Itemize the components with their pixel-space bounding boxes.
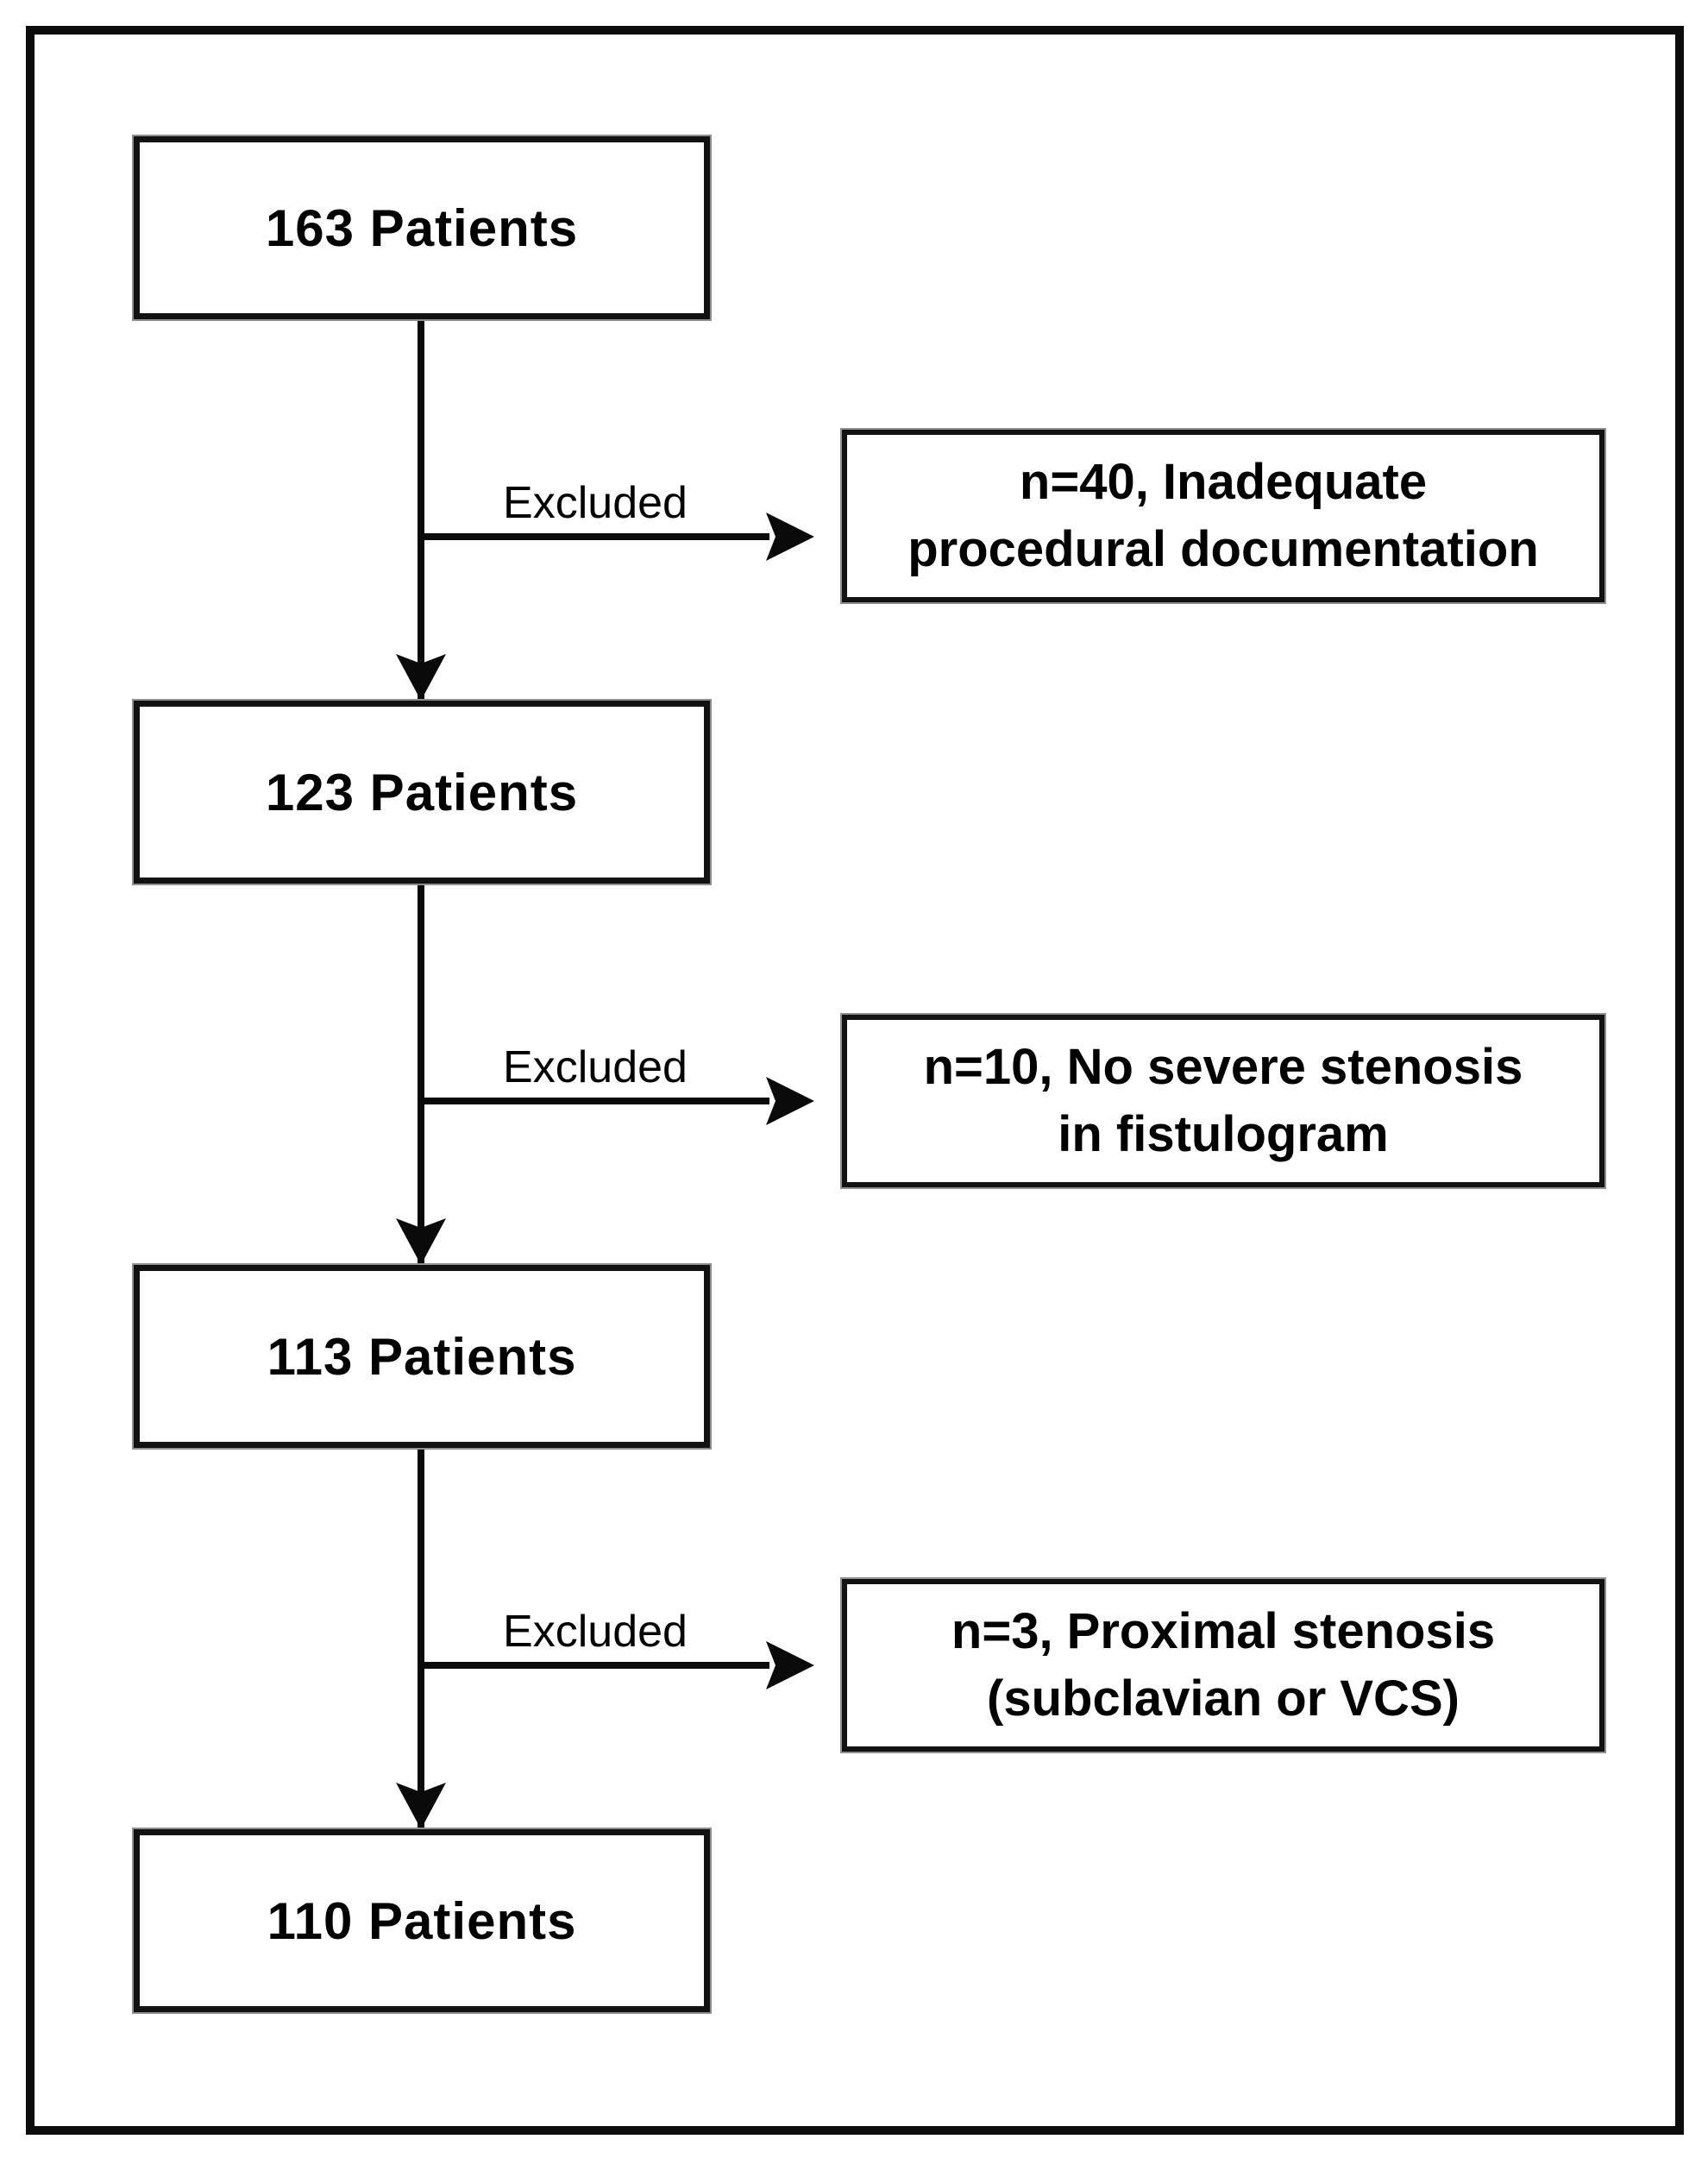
patient-box-label: 163 Patients <box>265 198 579 257</box>
exclusion-reason-line2: (subclavian or VCS) <box>987 1670 1460 1727</box>
exclusion-reason-line1: n=40, Inadequate <box>1019 454 1428 510</box>
arrowhead-down-icon <box>396 1783 446 1829</box>
patient-box-113: 113 Patients <box>132 1263 712 1450</box>
patient-box-123: 123 Patients <box>132 699 712 885</box>
exclusion-reason-line2: in fistulogram <box>1058 1106 1389 1162</box>
branch-line-3 <box>421 1662 769 1669</box>
exclusion-box-2: n=10, No severe stenosis in fistulogram <box>840 1013 1606 1189</box>
connector-line-1 <box>418 316 424 701</box>
patient-box-label: 123 Patients <box>265 763 579 821</box>
connector-line-2 <box>418 880 424 1265</box>
arrowhead-down-icon <box>396 654 446 701</box>
branch-line-2 <box>421 1098 769 1104</box>
excluded-edge-label: Excluded <box>503 1607 688 1657</box>
patient-box-label: 113 Patients <box>267 1327 577 1386</box>
branch-line-1 <box>421 533 769 540</box>
patient-box-163: 163 Patients <box>132 135 712 321</box>
excluded-edge-label: Excluded <box>503 1042 688 1092</box>
arrowhead-right-icon <box>766 1077 814 1125</box>
arrowhead-down-icon <box>396 1218 446 1265</box>
excluded-edge-label: Excluded <box>503 478 688 528</box>
exclusion-reason-line1: n=10, No severe stenosis <box>923 1039 1523 1095</box>
exclusion-reason-line2: procedural documentation <box>907 521 1539 577</box>
arrowhead-right-icon <box>766 513 814 561</box>
exclusion-box-1: n=40, Inadequate procedural documentatio… <box>840 428 1606 604</box>
connector-line-3 <box>418 1444 424 1829</box>
patient-box-110: 110 Patients <box>132 1828 712 2014</box>
exclusion-box-3: n=3, Proximal stenosis (subclavian or VC… <box>840 1577 1606 1753</box>
arrowhead-right-icon <box>766 1641 814 1689</box>
patient-box-label: 110 Patients <box>267 1891 577 1950</box>
exclusion-reason-line1: n=3, Proximal stenosis <box>951 1603 1496 1659</box>
